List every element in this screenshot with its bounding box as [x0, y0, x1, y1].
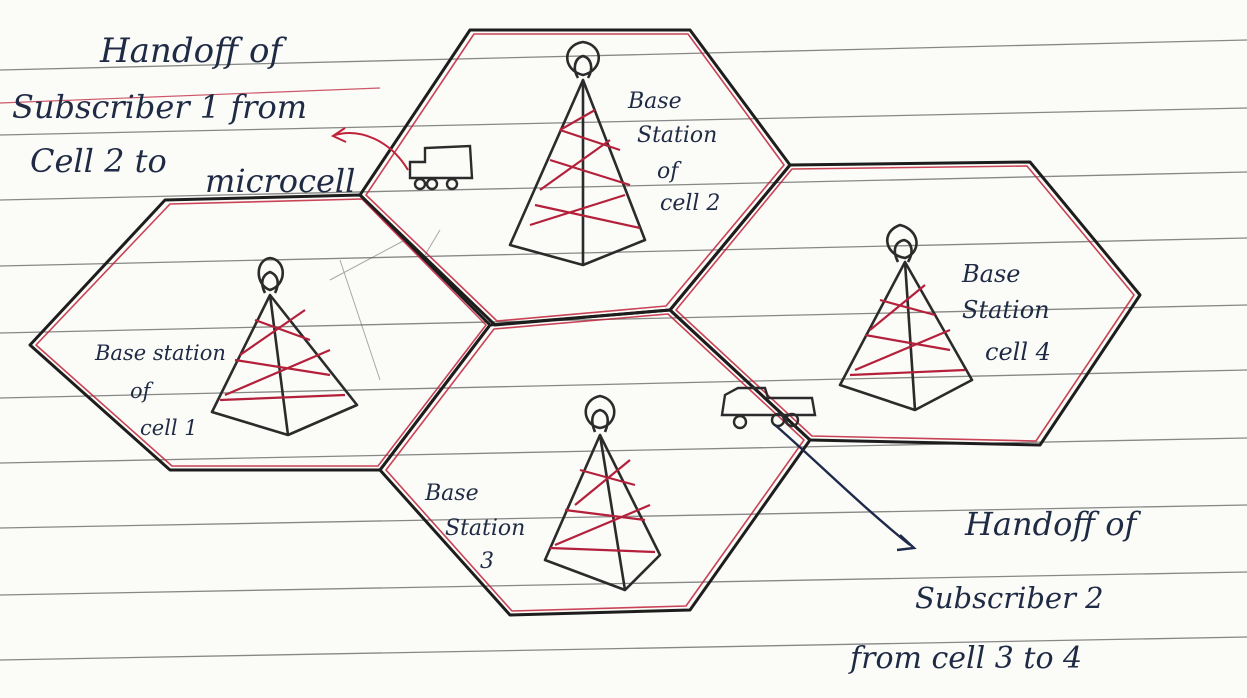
cell-2-label-line-1: Base: [627, 89, 682, 114]
handoff-1-line-2: Subscriber 1 from: [12, 88, 307, 126]
tower-cell-4: [840, 225, 972, 410]
subscriber-1-vehicle: [410, 146, 472, 189]
cell-1-label-line-3: cell 1: [140, 416, 198, 440]
cell-2-label-line-2: Station: [637, 123, 717, 148]
cell-3-label-line-2: Station: [445, 516, 525, 541]
handoff-2-line-2: Subscriber 2: [915, 581, 1104, 615]
tower-cell-2: [510, 42, 645, 265]
cell-3-label: Base Station 3: [424, 481, 525, 574]
cell-3-label-line-3: 3: [480, 549, 494, 574]
cell-2-label: Base Station of cell 2: [627, 89, 720, 216]
cell-4-label-line-1: Base: [961, 260, 1020, 288]
cell-2-label-line-3: of: [657, 159, 682, 184]
cell-1-label: Base station of cell 1: [94, 341, 226, 440]
handoff-1-line-1: Handoff of: [99, 31, 287, 71]
cell-4-label: Base Station cell 4: [961, 260, 1051, 366]
tower-cell-3: [545, 396, 660, 590]
cell-4-label-line-2: Station: [962, 296, 1050, 324]
cell-3-label-line-1: Base: [424, 481, 479, 506]
handoff-1-annotation: Handoff of Subscriber 1 from Cell 2 to m…: [12, 31, 355, 200]
handoff-2-line-1: Handoff of: [964, 505, 1141, 543]
handoff-1-line-4: microcell: [205, 162, 355, 200]
hexagon-cell-1: [30, 195, 490, 470]
cell-2-label-line-4: cell 2: [660, 191, 720, 216]
cell-1-label-line-2: of: [130, 379, 154, 403]
handoff-2-arrow: [775, 425, 914, 550]
pencil-marks: [330, 230, 440, 380]
handoff-2-line-3: from cell 3 to 4: [848, 641, 1082, 676]
handoff-1-line-3: Cell 2 to: [30, 142, 167, 180]
cell-1-label-line-1: Base station: [94, 341, 226, 365]
tower-cell-1: [212, 258, 357, 435]
hexagon-cell-4: [670, 162, 1140, 445]
hexagon-cell-3: [380, 310, 810, 615]
cell-4-label-line-3: cell 4: [985, 338, 1051, 366]
